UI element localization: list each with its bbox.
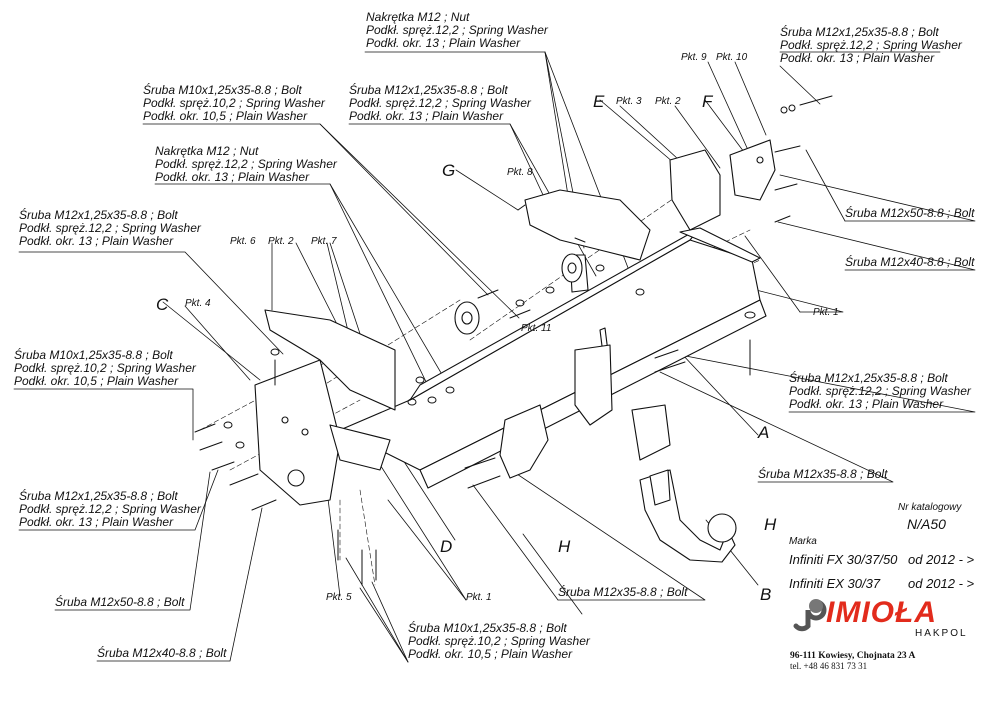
point-label-10: Pkt. 10 [716, 52, 748, 63]
part-letter-h-bottom: H [558, 537, 571, 556]
tow-ball-neck [639, 469, 737, 563]
callout-bolt-m12x40-right: Śruba M12x40-8.8 ; Bolt [845, 255, 975, 269]
point-label-2-top: Pkt. 2 [655, 96, 681, 107]
part-letter-e: E [593, 92, 605, 111]
make-label: Marka [789, 536, 817, 547]
callout-bolt-m12x50-left: Śruba M12x50-8.8 ; Bolt [55, 595, 185, 609]
rubber-mounts [454, 253, 583, 335]
point-label-6: Pkt. 6 [230, 236, 256, 247]
main-crossbar [339, 227, 767, 489]
part-letter-b: B [760, 585, 772, 604]
socket-bracket [499, 344, 671, 479]
address-line: 96-111 Kowiesy, Chojnata 23 A [790, 651, 916, 661]
callout-bolt-m12x50-right: Śruba M12x50-8.8 ; Bolt [845, 206, 975, 220]
point-label-11: Pkt. 11 [521, 323, 552, 334]
point-label-7: Pkt. 7 [311, 236, 337, 247]
right-side-brackets [669, 139, 776, 231]
fasteners [194, 95, 833, 586]
callout-bolt-m12x40-left: Śruba M12x40-8.8 ; Bolt [97, 646, 227, 660]
point-label-5: Pkt. 5 [326, 592, 352, 603]
company-address: 96-111 Kowiesy, Chojnata 23 A [790, 650, 915, 661]
point-label-1-right: Pkt. 1 [813, 307, 839, 318]
company-sub-brand: HAKPOL [915, 628, 968, 639]
model-name: Infiniti EX 30/37 [789, 576, 881, 591]
catalog-number-label: Nr katalogowy [898, 502, 962, 513]
left-upper-bracket [264, 309, 396, 471]
callout-bolt-m12x35-right: Śruba M12x35-8.8 ; Bolt [758, 467, 888, 481]
model-name: Infiniti FX 30/37/50 [789, 552, 898, 567]
callout-bolt-m12x35-bottom: Śruba M12x35-8.8 ; Bolt [558, 585, 688, 599]
part-letter-d: D [440, 537, 453, 556]
point-label-9: Pkt. 9 [681, 52, 707, 63]
point-label-4: Pkt. 4 [185, 298, 211, 309]
catalog-number: N/A50 [907, 516, 946, 532]
part-letter-g: G [442, 161, 456, 180]
point-label-8: Pkt. 8 [507, 167, 533, 178]
part-letter-f: F [702, 92, 713, 111]
part-letter-a: A [758, 423, 770, 442]
part-letter-c: C [156, 295, 169, 314]
left-side-bracket [254, 359, 341, 506]
model-years: od 2012 - > [908, 576, 975, 591]
company-phone: tel. +48 46 831 73 31 [790, 661, 868, 671]
hook-logo-icon [793, 599, 827, 632]
model-years: od 2012 - > [908, 552, 975, 567]
company-brand: IMIOŁA [826, 596, 937, 629]
part-letter-h-right: H [764, 515, 777, 534]
point-label-2-left: Pkt. 2 [268, 236, 294, 247]
point-label-1-bottom: Pkt. 1 [466, 592, 492, 603]
point-label-3: Pkt. 3 [616, 96, 642, 107]
